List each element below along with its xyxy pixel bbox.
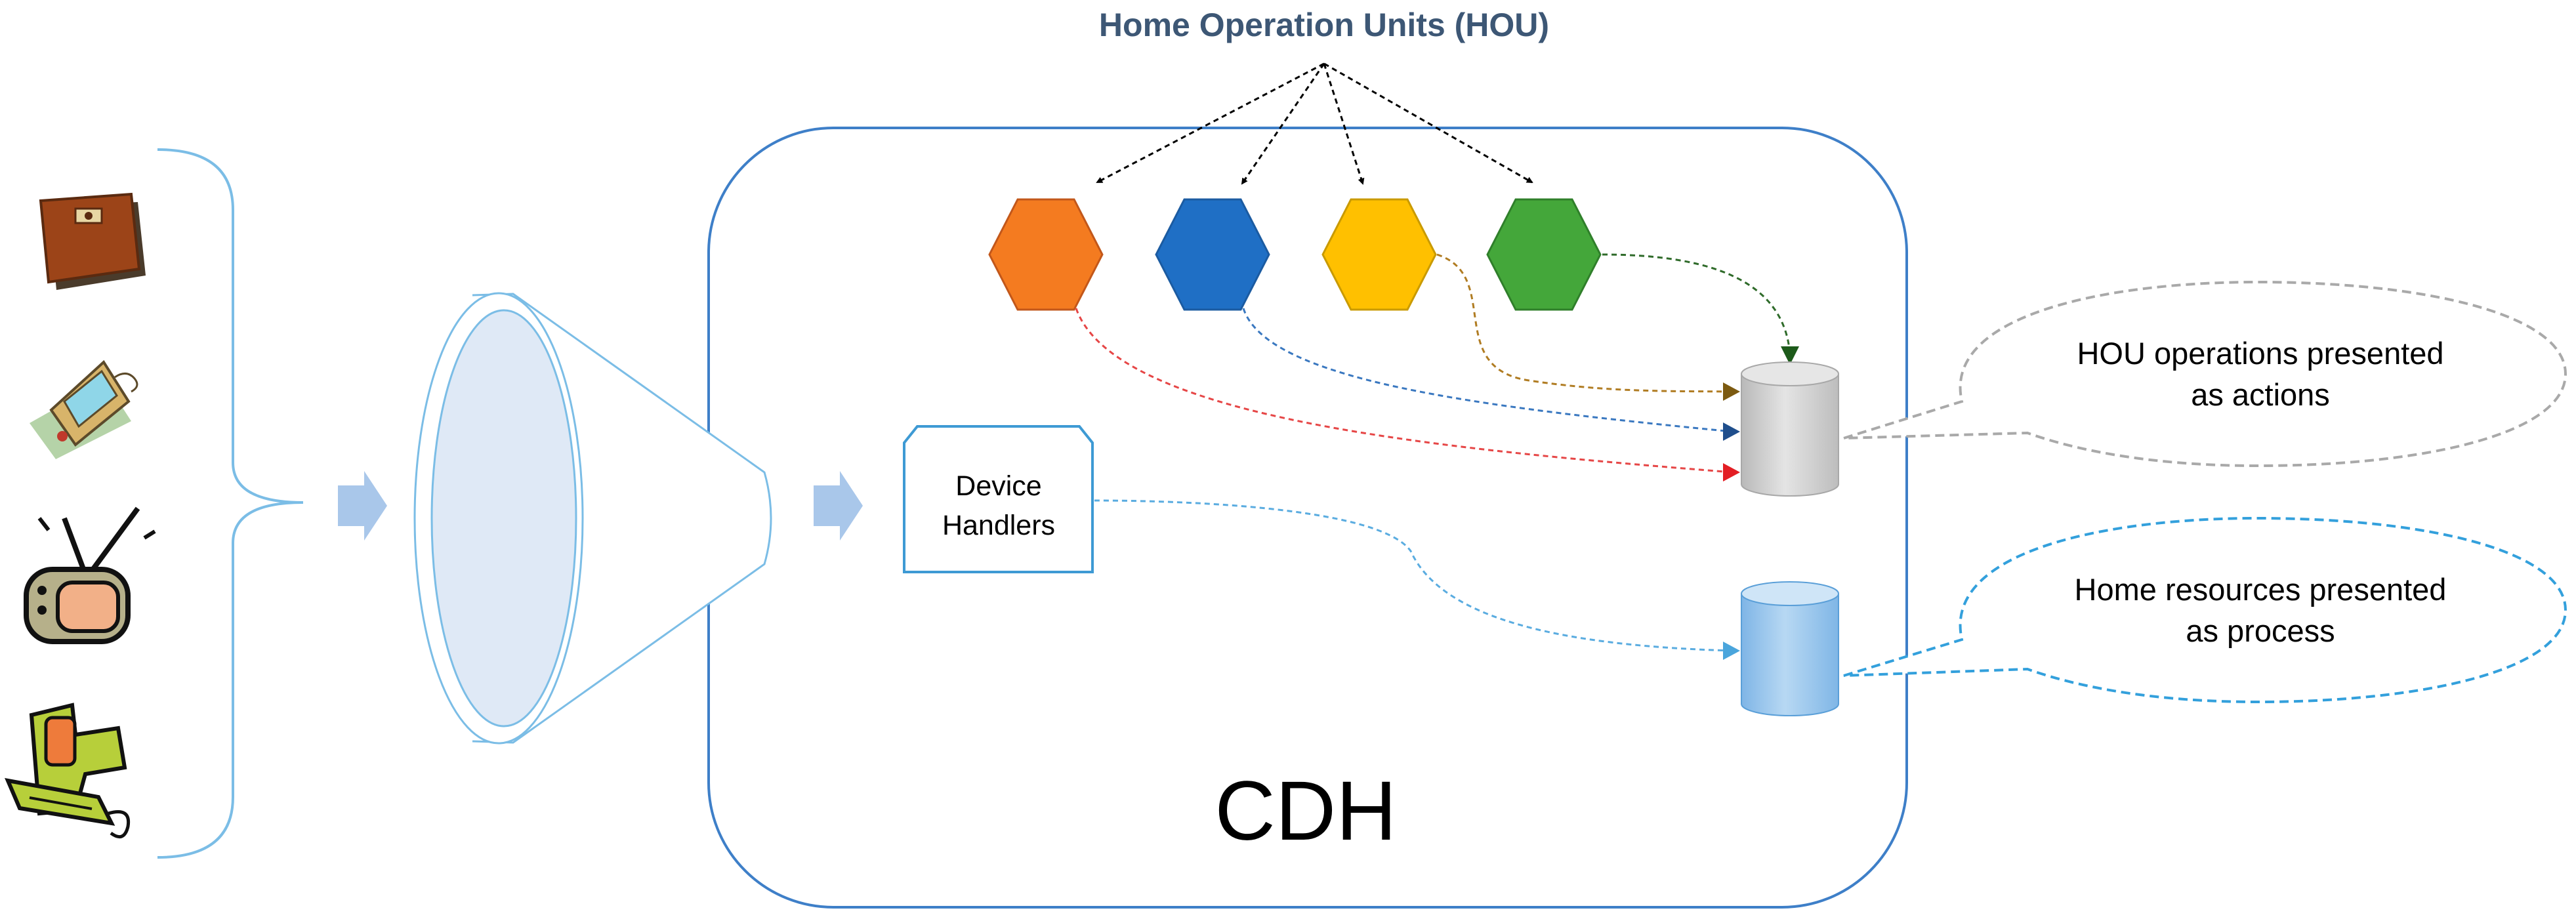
weighing-scale-icon [39, 192, 146, 290]
arrowhead-blue [1723, 422, 1740, 441]
callout-process-line2: as process [2186, 613, 2335, 648]
input-arrow-right [814, 471, 863, 541]
desktop-computer-icon [5, 703, 131, 839]
callout-process-bubble [1843, 516, 2567, 704]
hou-hexagon-blue [1155, 198, 1270, 311]
funnel [413, 292, 772, 745]
callout-actions-bubble [1843, 280, 2567, 468]
device-handlers-line1: Device [955, 470, 1041, 502]
callout-actions-line1: HOU operations presented [2077, 336, 2443, 371]
process-database [1741, 581, 1839, 716]
connector-blue [1242, 308, 1733, 433]
device-handlers-line2: Handlers [942, 510, 1055, 541]
arrowhead-process [1723, 642, 1740, 660]
connector-yellow [1436, 253, 1733, 393]
callout-process-line1: Home resources presented [2075, 572, 2447, 607]
actions-database [1741, 361, 1839, 497]
input-arrow-left [338, 471, 387, 541]
television-icon [24, 506, 156, 644]
diagram-title: Home Operation Units (HOU) [1099, 7, 1549, 43]
device-handlers-box [903, 425, 1094, 573]
arrowhead-red [1723, 463, 1740, 481]
hou-hexagon-green [1486, 198, 1602, 311]
hou-hexagon-yellow [1321, 198, 1437, 311]
connector-orange [1075, 308, 1733, 474]
connector-handlers-to-process [1094, 499, 1733, 652]
hou-title-connectors [1096, 62, 1533, 185]
hou-hexagon-orange [988, 198, 1104, 311]
callout-actions-line2: as actions [2191, 377, 2330, 412]
device-group-bracket [157, 148, 304, 859]
cdh-label: CDH [1215, 764, 1396, 858]
arrowhead-green [1781, 346, 1799, 365]
pda-icon [30, 359, 138, 459]
arrowhead-yellow [1723, 382, 1740, 401]
connector-green [1602, 253, 1791, 355]
